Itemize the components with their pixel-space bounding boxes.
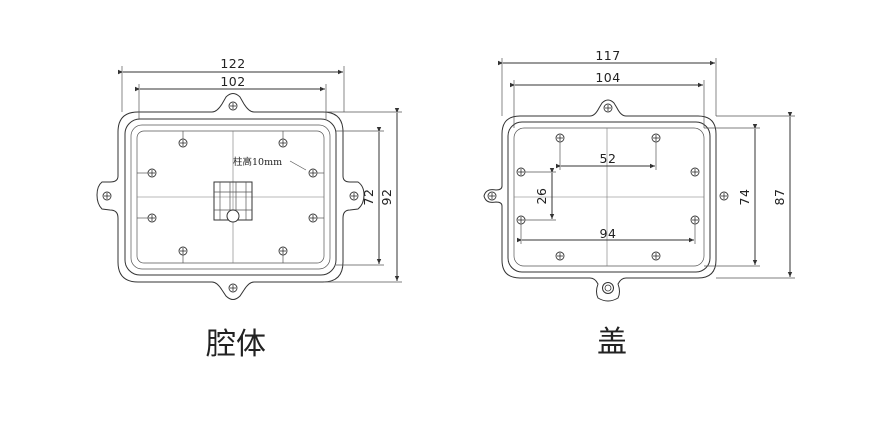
lid-title: 盖 [597, 325, 627, 360]
lid-ear-hole-bottom [602, 282, 614, 294]
cavity-outer-outline [96, 93, 365, 300]
lid-dim-side-inner: 74 [737, 189, 752, 206]
cavity-post [308, 213, 324, 223]
cavity-post [308, 168, 324, 178]
cavity-ear-hole-bottom [228, 283, 238, 293]
lid-hole [555, 251, 565, 261]
lid-ear-hole-top [603, 103, 613, 113]
cavity-post-height-note: 柱高10mm [233, 156, 282, 168]
lid-hole [651, 251, 661, 261]
lid-drawing: 52 26 94 117 104 74 87 盖 [483, 48, 795, 360]
cavity-rim-inner [130, 124, 331, 270]
cavity-note-leader [289, 160, 307, 171]
lid-dim-hole-span-top: 52 [600, 151, 617, 166]
cavity-post [137, 168, 157, 178]
lid-rim-outer [507, 121, 711, 273]
lid-hole [516, 167, 526, 177]
cavity-dim-side-inner: 72 [361, 189, 376, 206]
cavity-post [137, 213, 157, 223]
cavity-post [178, 131, 188, 148]
cavity-rim-outer [124, 118, 337, 276]
cavity-dim-side-outer: 92 [379, 189, 394, 206]
lid-hole [690, 215, 700, 225]
lid-hole [690, 167, 700, 177]
lid-outer-outline [483, 99, 717, 302]
cavity-ear-hole-right [349, 191, 359, 201]
lid-hole [555, 133, 565, 143]
lid-dim-top-inner: 104 [595, 70, 620, 85]
lid-dim-side-outer: 87 [772, 189, 787, 206]
cavity-drawing: 柱高10mm 122 102 72 92 腔体 [96, 56, 402, 362]
lid-dim-hole-span-bottom: 94 [600, 226, 617, 241]
cavity-post [178, 246, 188, 263]
cavity-post [278, 246, 288, 263]
lid-ear-hole-right [719, 191, 729, 201]
lid-hole [516, 215, 526, 225]
cavity-post [278, 131, 288, 148]
lid-ear-hole-left [487, 191, 497, 201]
cavity-ear-hole-left [102, 191, 112, 201]
lid-hole [651, 133, 661, 143]
lid-dim-top-outer: 117 [595, 48, 620, 63]
cavity-dim-top-outer: 122 [220, 56, 245, 71]
cavity-gland [213, 181, 253, 223]
cavity-ear-hole-top [228, 101, 238, 111]
cavity-title: 腔体 [206, 327, 266, 362]
lid-dim-hole-span-vertical: 26 [534, 188, 549, 205]
cavity-dim-top-inner: 102 [220, 74, 245, 89]
